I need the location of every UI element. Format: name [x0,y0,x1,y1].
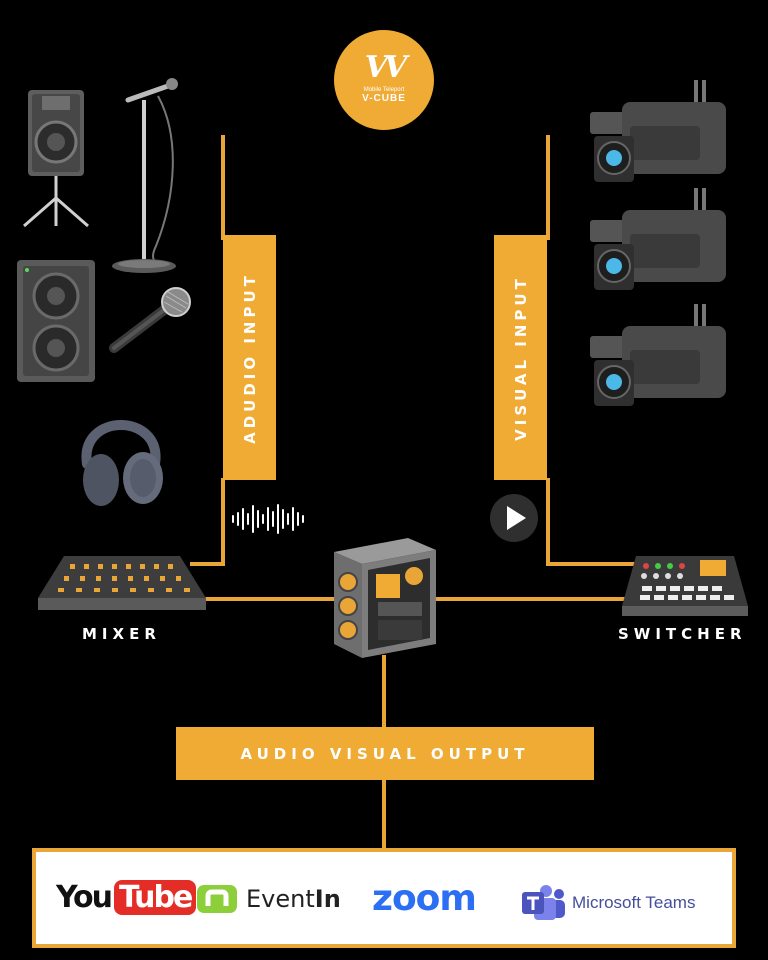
visual-connector-top [546,135,550,240]
logo-mark: VV [364,50,408,85]
handheld-mic-icon [109,287,191,353]
switcher-label: SWITCHER [618,625,747,643]
mixer-to-pc-line [195,597,335,601]
platforms-panel: You Tube Event In zoom Microsoft Teams [32,848,736,948]
mixer-label: MIXER [82,625,161,643]
headphones-icon [81,420,163,506]
studio-monitor-icon [17,260,95,382]
video-camera-icon [590,188,726,290]
sound-wave-icon [232,504,304,534]
eventin-event: Event [246,885,315,913]
output-panel: AUDIO VISUAL OUTPUT [176,727,594,780]
output-label: AUDIO VISUAL OUTPUT [240,744,530,763]
pc-to-output-line [382,655,386,730]
speaker-on-stand-icon [23,90,89,228]
computer-case-icon [334,538,436,658]
video-camera-icon [590,80,726,182]
video-camera-icon [590,304,726,406]
logo-name: V-CUBE [362,93,406,104]
zoom-logo: zoom [372,878,477,919]
logo-tagline: Mobile Teleport [363,87,405,93]
audio-input-label: ADUDIO INPUT [240,271,259,444]
teams-logo: Microsoft Teams [520,884,695,922]
audio-input-panel: ADUDIO INPUT [223,235,276,480]
teams-label: Microsoft Teams [572,893,696,912]
audio-connector-hook [190,562,225,566]
visual-connector-hook [546,562,636,566]
visual-connector-bottom [546,478,550,566]
eventin-in: In [314,885,341,913]
v-cube-logo: VV Mobile Teleport V-CUBE [334,30,434,130]
output-to-platforms-line [382,780,386,850]
audio-connector-top [221,135,225,240]
switcher-icon [622,556,748,616]
youtube-tube: Tube [113,880,197,915]
teams-mark-icon [522,885,565,920]
pc-to-switcher-line [435,597,625,601]
visual-input-label: VISUAL INPUT [511,274,530,441]
youtube-logo: You Tube [56,880,197,915]
youtube-you: You [56,880,113,915]
audio-connector-bottom [221,478,225,566]
eventin-logo: Event In [196,884,341,914]
visual-input-panel: VISUAL INPUT [494,235,547,480]
microphone-stand-icon [112,78,178,273]
mixer-icon [38,556,206,610]
eventin-mark-icon [197,885,237,913]
play-icon [490,494,538,542]
